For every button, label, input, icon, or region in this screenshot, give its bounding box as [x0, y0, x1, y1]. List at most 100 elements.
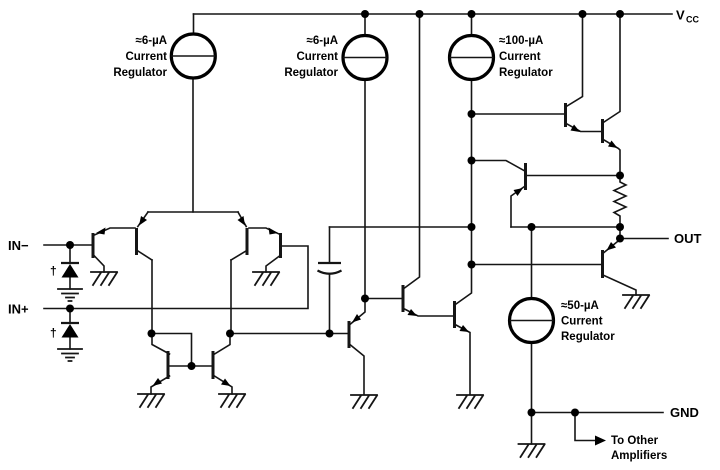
junction-dot	[467, 156, 476, 165]
regulator-label-line: ≈6-µA	[307, 35, 338, 47]
to-other-label-line: To Other	[611, 435, 659, 447]
regulator-label-line: ≈50-µA	[561, 300, 599, 312]
regulator-label-line: Current	[561, 316, 603, 328]
chassis-ground-icon	[622, 294, 651, 310]
junction-dot	[361, 10, 369, 18]
junction-dot	[226, 329, 234, 338]
junction-dot	[66, 241, 74, 249]
pnp-diff-pair-right	[229, 210, 249, 262]
in-plus-label: IN+	[8, 302, 29, 317]
collector-lead	[213, 334, 231, 356]
collector-lead	[93, 254, 105, 273]
to-other-label-line: Amplifiers	[611, 450, 667, 462]
gain-node-to-clamp-collector-wire	[470, 159, 526, 172]
npn-emitter-arrow	[608, 140, 618, 148]
regulator-label-line: Current	[499, 51, 541, 63]
pnp-emitter-arrow	[96, 227, 106, 235]
npn-darlington-first	[564, 13, 603, 133]
pnp-emitter-arrow	[352, 314, 361, 323]
chassis-ground-icon	[218, 393, 247, 409]
junction-dot	[187, 362, 196, 370]
regulator-label-line: Regulator	[284, 67, 338, 79]
vcc-label: V	[676, 8, 685, 23]
junction-dot	[467, 260, 476, 269]
in-plus-wire	[43, 245, 309, 310]
regulator-label-line: Current	[125, 51, 167, 63]
clamp-diode-in-plus	[57, 311, 83, 362]
chassis-ground-icon	[252, 271, 281, 287]
collector-lead	[136, 249, 154, 262]
regulator-lead	[192, 13, 195, 213]
regulator-label-line: Regulator	[499, 67, 553, 79]
junction-dot	[527, 223, 536, 231]
pnp-emitter-arrow	[606, 242, 616, 251]
diode-anode-triangle	[61, 324, 79, 338]
chassis-ground-icon	[456, 394, 485, 410]
junction-dot	[467, 110, 476, 118]
gnd-label: GND	[670, 405, 699, 420]
earth-ground-icon	[57, 288, 83, 302]
npn-emitter-arrow	[570, 124, 580, 132]
junction-dot	[571, 408, 579, 417]
junction-dot	[415, 10, 424, 18]
junction-dot	[527, 408, 536, 417]
regulator-label-line: Regulator	[113, 67, 167, 79]
junction-dot	[578, 10, 587, 18]
chassis-ground-icon	[517, 443, 546, 459]
junction-dot	[616, 171, 624, 180]
emitter-lead	[213, 374, 233, 395]
emitter-lead	[403, 307, 455, 317]
npn-emitter-arrow	[221, 378, 231, 386]
collector-lead	[602, 13, 621, 124]
in-minus-label: IN−	[8, 238, 29, 253]
out-wire	[619, 226, 669, 240]
collector-lead	[349, 343, 365, 395]
right-arrow-icon	[595, 435, 606, 446]
emitter-lead	[150, 374, 171, 395]
current-regulator-6ua-1	[169, 13, 217, 213]
regulator-label-line: ≈100-µA	[499, 35, 543, 47]
npn-gain-transistor	[401, 13, 455, 317]
collector-lead	[265, 254, 281, 273]
regulator-label-line: Current	[296, 51, 338, 63]
pnp-emitter-arrow	[513, 188, 523, 196]
junction-dot	[467, 223, 476, 231]
pnp-emitter-arrow	[139, 216, 147, 226]
regulator-label-line: Regulator	[561, 331, 615, 343]
pnp-second-stage-follower	[347, 297, 366, 395]
pnp-output-sink	[601, 238, 637, 296]
earth-ground-icon	[57, 348, 83, 362]
capacitor-plate-bottom	[316, 269, 343, 275]
junction-dot	[361, 294, 369, 303]
pnp-input-follower-plus	[248, 227, 282, 273]
junction-dot	[616, 234, 624, 243]
npn-second-stage-output	[453, 263, 473, 395]
emitter-lead	[454, 323, 471, 395]
pnp-emitter-arrow	[237, 216, 245, 226]
collector-lead	[229, 249, 248, 262]
junction-dot	[616, 10, 624, 18]
pnp-input-follower-minus	[91, 227, 136, 273]
regulator-label-line: ≈6-µA	[136, 35, 167, 47]
regulator-4-label: ≈50-µA Current Regulator	[561, 300, 615, 343]
to-other-amplifiers-label: To Other Amplifiers	[611, 435, 667, 462]
branch-wire	[574, 411, 597, 442]
resistor-zigzag	[612, 174, 628, 228]
pnp-diff-pair-left	[135, 210, 154, 262]
mirror-diode-connection-wire	[150, 332, 193, 366]
chassis-ground-icon	[350, 394, 379, 410]
dagger-note-in-plus: †	[50, 326, 57, 340]
collector-lead	[602, 274, 637, 296]
current-regulator-6ua-2	[341, 13, 403, 300]
npn-emitter-arrow	[407, 309, 417, 316]
vcc-subscript-label: CC	[686, 15, 699, 25]
dagger-note-in-minus: †	[50, 264, 57, 278]
diode-anode-triangle	[61, 264, 79, 278]
npn-emitter-arrow	[152, 378, 162, 386]
emitter-lead	[565, 122, 603, 133]
npn-mirror-right	[211, 334, 233, 395]
npn-darlington-second	[601, 13, 621, 177]
junction-dot	[467, 10, 476, 18]
